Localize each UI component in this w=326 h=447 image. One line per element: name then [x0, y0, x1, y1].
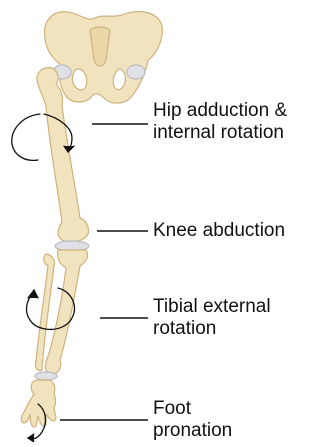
tibial-arrowhead-icon	[28, 290, 38, 298]
ankle-cartilage	[35, 372, 57, 380]
foot-arrowhead-icon	[28, 434, 34, 442]
knee-label-line-1: Knee abduction	[153, 220, 285, 242]
hip-rotation-arrow-icon	[12, 114, 40, 160]
foot-label-line-2: pronation	[153, 420, 232, 442]
hip-label-line-2: internal rotation	[153, 122, 287, 144]
tibia-label-line-1: Tibial external	[153, 296, 271, 318]
hip-joint-cartilage-right	[127, 65, 145, 79]
hip-label-line-1: Hip adduction &	[153, 100, 287, 122]
foot-label: Foot pronation	[153, 398, 232, 442]
foot-label-line-1: Foot	[153, 398, 232, 420]
knee-label: Knee abduction	[153, 220, 285, 242]
tibia-label: Tibial external rotation	[153, 296, 271, 340]
hip-label: Hip adduction & internal rotation	[153, 100, 287, 144]
foot-bones	[21, 380, 56, 427]
obturator-foramen-left	[72, 69, 86, 90]
tibia-label-line-2: rotation	[153, 318, 271, 340]
